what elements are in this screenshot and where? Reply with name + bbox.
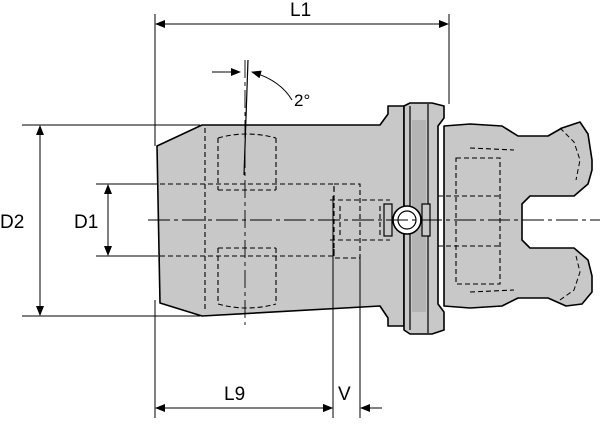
- hidden-features: [160, 128, 515, 312]
- d2-label: D2: [0, 212, 24, 233]
- lower-set-screw: [217, 247, 277, 309]
- clevis-fork: [443, 121, 593, 309]
- l1-label: L1: [290, 0, 311, 21]
- center-lines: [148, 59, 600, 325]
- dimension-lines: [22, 14, 450, 418]
- fork-tip-accent: [559, 255, 581, 301]
- upper-set-screw: [217, 133, 277, 191]
- l9-label: L9: [224, 384, 245, 405]
- v-label: V: [338, 384, 351, 405]
- clevis-pocket: [455, 157, 501, 285]
- clevis-pocket: [469, 147, 515, 293]
- dimension-labels: L1 D2 D1 L9 V: [0, 0, 351, 405]
- d1-label: D1: [74, 212, 98, 233]
- shank-outline: [156, 105, 405, 327]
- tool-body: [156, 102, 593, 335]
- angle-annotation: 2°: [212, 68, 310, 110]
- angle-arc: [251, 70, 293, 101]
- fork-tip-accent: [559, 127, 581, 181]
- angle-reference-line: [243, 59, 249, 176]
- bore-end-pocket: [333, 183, 361, 259]
- angle-label: 2°: [294, 91, 310, 110]
